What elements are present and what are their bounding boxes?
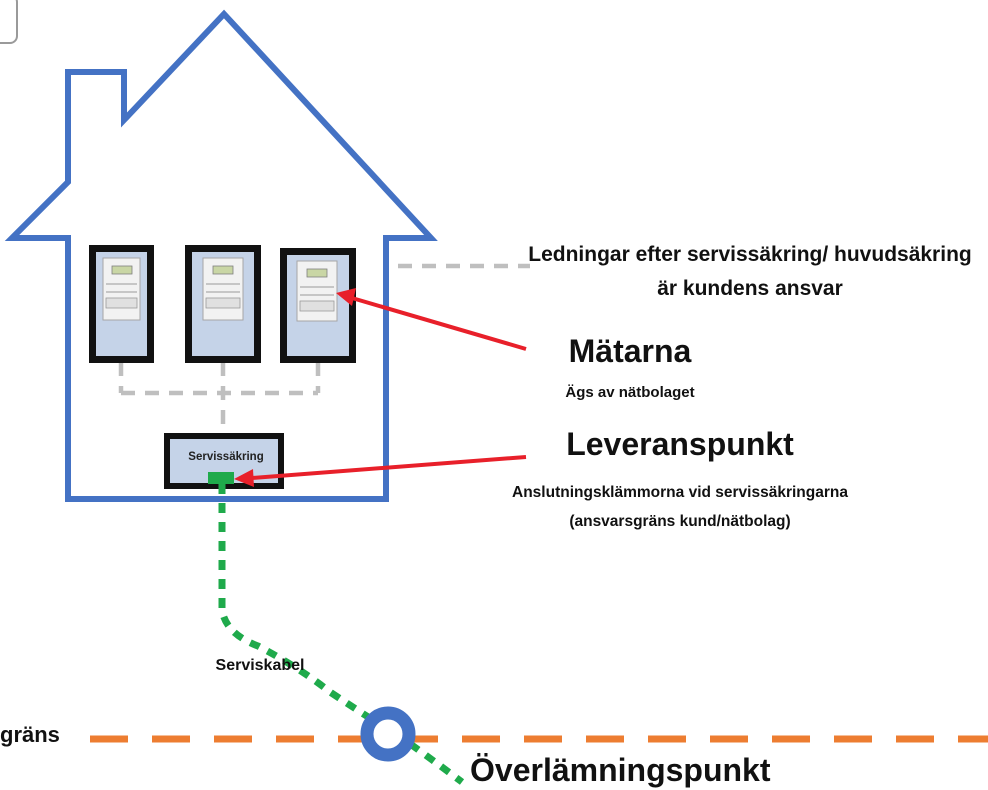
customer-wiring-label: Ledningar efter servissäkring/ huvudsäkr… — [520, 238, 980, 306]
arrow-to-meter — [336, 288, 527, 351]
meter-2 — [185, 245, 261, 363]
handover-ring — [360, 706, 416, 762]
delivery-point-marker — [208, 472, 234, 484]
house-outline — [4, 9, 438, 502]
customer-wiring-text: Ledningar efter servissäkring/ huvudsäkr… — [528, 243, 972, 300]
service-cable-label: Serviskabel — [215, 657, 305, 674]
arrow-to-delivery-point — [234, 455, 527, 487]
delivery-point-subtitle-text: Anslutningsklämmorna vid servissäkringar… — [512, 484, 848, 530]
meters-title: Mätarna — [568, 333, 692, 369]
handover-point-label: Överlämningspunkt — [470, 752, 771, 788]
meters-subtitle: Ägs av nätbolaget — [565, 384, 695, 401]
customer-wiring — [118, 263, 530, 435]
meter-3 — [280, 248, 356, 363]
delivery-point-subtitle: Anslutningsklämmorna vid servissäkringar… — [505, 478, 855, 536]
meter-1 — [89, 245, 154, 363]
service-fuse-label: Servissäkring — [188, 451, 264, 463]
boundary-label-fragment: gräns — [0, 722, 60, 747]
delivery-point-title: Leveranspunkt — [566, 426, 794, 462]
window-corner-fragment — [0, 0, 18, 44]
service-cable — [218, 484, 465, 785]
